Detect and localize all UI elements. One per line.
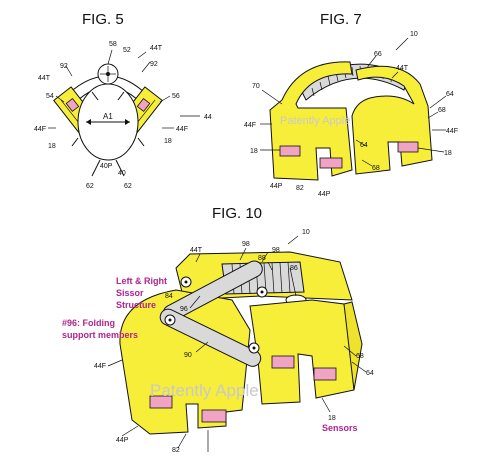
annotation-scissor-line1: Left & Right bbox=[116, 276, 167, 286]
fig7-label-44F-right: 44F bbox=[446, 128, 458, 135]
fig7-label-66: 66 bbox=[374, 51, 382, 58]
fig5-label-62-right: 62 bbox=[124, 183, 132, 190]
fig5-label-40: 40 bbox=[118, 170, 126, 177]
fig5-title: FIG. 5 bbox=[82, 11, 124, 28]
fig5-label-92-left: 92 bbox=[60, 63, 68, 70]
fig10-watermark: Patently Apple bbox=[150, 381, 259, 400]
fig7-sensor-right bbox=[397, 141, 419, 153]
fig7-label-44P-right: 44P bbox=[318, 191, 331, 198]
fig7-label-18-left: 18 bbox=[250, 148, 258, 155]
fig10-title: FIG. 10 bbox=[212, 205, 262, 222]
fig10-label-84: 84 bbox=[165, 293, 173, 300]
fig7-label-68-mid: 68 bbox=[372, 165, 380, 172]
fig5-label-44T-right: 44T bbox=[150, 45, 163, 52]
fig5-label-62-left: 62 bbox=[86, 183, 94, 190]
fig5-label-18-right: 18 bbox=[164, 138, 172, 145]
fig5-label-92-right: 92 bbox=[150, 61, 158, 68]
fig10-label-44F: 44F bbox=[94, 363, 106, 370]
fig5: FIG. 5 A1 bbox=[34, 11, 212, 190]
fig10-label-68: 68 bbox=[356, 353, 364, 360]
annotation-scissor-line3: Structure bbox=[116, 300, 156, 310]
fig10: FIG. 10 Patently Apple bbox=[62, 205, 374, 454]
fig7-watermark: Patently Apple bbox=[280, 115, 350, 127]
fig5-label-44T-left: 44T bbox=[38, 75, 51, 82]
fig7-sensor-mid bbox=[319, 157, 343, 169]
fig7-label-44T: 44T bbox=[396, 65, 409, 72]
fig10-sensor-b bbox=[201, 409, 227, 423]
fig5-label-52: 52 bbox=[123, 47, 131, 54]
annotation-folding-line2: support members bbox=[62, 330, 138, 340]
fig10-label-88: 88 bbox=[258, 255, 266, 262]
fig7-label-10: 10 bbox=[410, 31, 418, 38]
fig10-label-82: 82 bbox=[172, 447, 180, 454]
fig10-scissor-arm-b bbox=[159, 308, 262, 367]
fig7-title: FIG. 7 bbox=[320, 11, 362, 28]
fig10-label-64: 64 bbox=[366, 370, 374, 377]
fig7-label-44P-left: 44P bbox=[270, 183, 283, 190]
fig10-label-96: 96 bbox=[180, 306, 188, 313]
annotation-folding-line1: #96: Folding bbox=[62, 318, 115, 328]
fig7-label-44F-left: 44F bbox=[244, 122, 256, 129]
fig10-label-90: 90 bbox=[184, 352, 192, 359]
fig7-label-82: 82 bbox=[296, 185, 304, 192]
fig7: FIG. 7 Patently Apple bbox=[244, 11, 458, 198]
fig7-label-64-top: 64 bbox=[446, 91, 454, 98]
fig5-label-56: 56 bbox=[172, 93, 180, 100]
fig5-label-40P: 40P bbox=[100, 163, 113, 170]
annotation-sensors: Sensors bbox=[322, 423, 358, 433]
fig10-label-86: 86 bbox=[290, 265, 298, 272]
fig5-label-54: 54 bbox=[46, 93, 54, 100]
fig7-label-68-right: 68 bbox=[438, 107, 446, 114]
fig5-label-A1: A1 bbox=[103, 112, 113, 121]
fig10-label-44T: 44T bbox=[190, 247, 203, 254]
fig10-sensor-d bbox=[313, 367, 337, 381]
annotation-scissor-line2: Sissor bbox=[116, 288, 144, 298]
fig7-label-18-right: 18 bbox=[444, 150, 452, 157]
fig10-sensor-c bbox=[271, 355, 295, 369]
fig5-label-44: 44 bbox=[204, 114, 212, 121]
fig7-label-64-mid: 64 bbox=[360, 142, 368, 149]
fig10-right-body bbox=[249, 299, 355, 405]
fig7-sensor-left bbox=[279, 145, 301, 157]
fig10-label-10: 10 bbox=[302, 229, 310, 236]
fig5-label-18-left: 18 bbox=[48, 143, 56, 150]
fig5-label-44F-right: 44F bbox=[176, 126, 188, 133]
fig10-label-44P: 44P bbox=[116, 437, 129, 444]
fig10-label-18: 18 bbox=[328, 415, 336, 422]
fig5-label-58: 58 bbox=[109, 41, 117, 48]
fig5-label-44F-left: 44F bbox=[34, 126, 46, 133]
fig10-sensor-a bbox=[149, 395, 173, 409]
fig7-label-70: 70 bbox=[252, 83, 260, 90]
fig10-label-98-b: 98 bbox=[272, 247, 280, 254]
fig10-label-98-a: 98 bbox=[242, 241, 250, 248]
